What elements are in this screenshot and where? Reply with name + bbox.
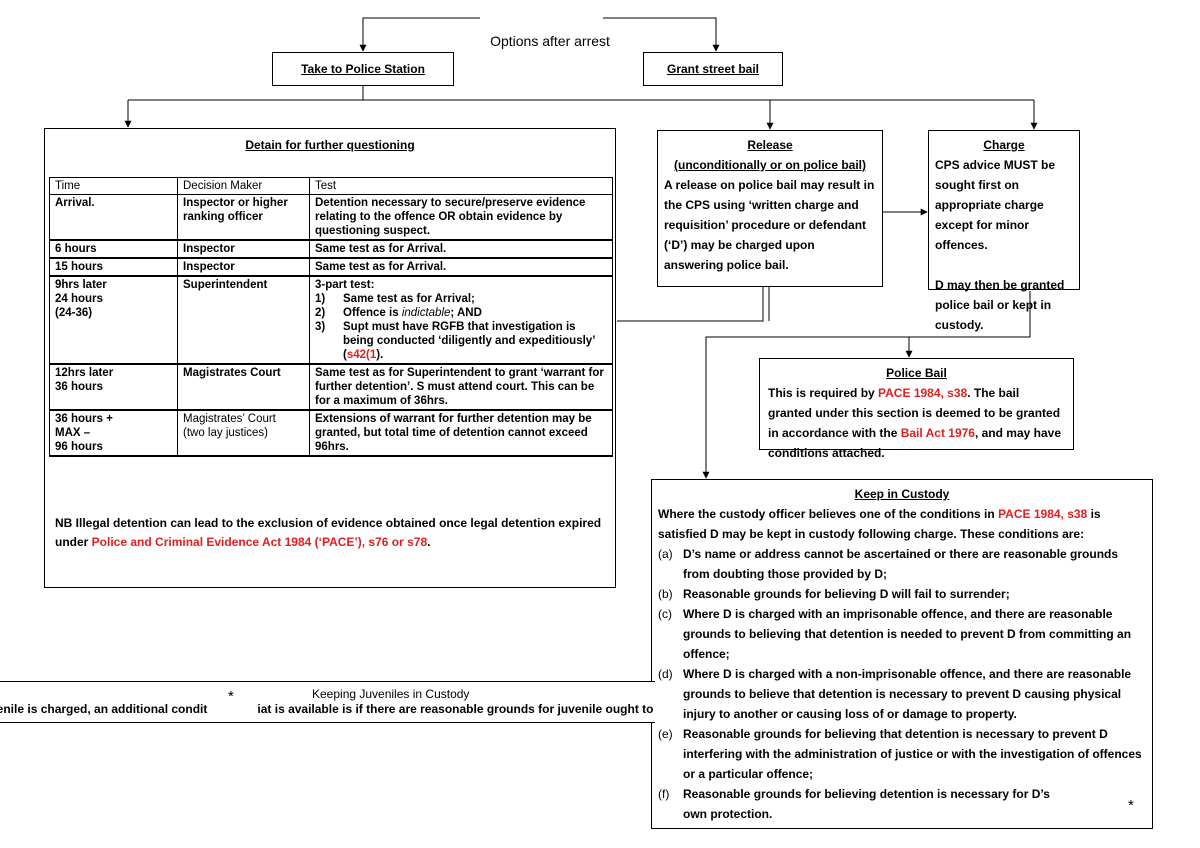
police-bail-body: This is required by PACE 1984, s38. The … (768, 386, 1062, 460)
list-item: (d)Where D is charged with a non-impriso… (658, 667, 1132, 721)
release-subtitle: (unconditionally or on police bail) (674, 158, 866, 172)
arrow-detain-to-release (617, 278, 767, 322)
list-item: 3)Supt must have RGFB that investigation… (315, 321, 595, 361)
list-item: 1)Same test as for Arrival; (315, 293, 475, 305)
table-row: 36 hours + MAX – 96 hours Magistrates’ C… (49, 409, 613, 457)
detain-title: Detain for further questioning (245, 138, 415, 152)
list-item: (b)Reasonable grounds for believing D wi… (658, 587, 1010, 601)
options-title: Options after arrest (490, 33, 610, 49)
charge-body-2: D may then be granted police bail or kep… (935, 278, 1065, 332)
cell-time: 15 hours (49, 257, 178, 277)
table-row: Arrival. Inspector or higher ranking off… (49, 194, 613, 241)
list-item: (a)D’s name or address cannot be ascerta… (658, 547, 1119, 581)
table-row: 9hrs later 24 hours (24-36) Superintende… (49, 275, 613, 365)
street-bail-box: Grant street bail (643, 52, 783, 86)
arrow-to-police-station (359, 17, 480, 52)
charge-down-line (702, 291, 1031, 479)
police-bail-title: Police Bail (886, 366, 947, 380)
cell-test: Same test as for Superintendent to grant… (309, 363, 613, 411)
custody-intro: Where the custody officer believes one o… (658, 507, 1101, 541)
cell-test: Same test as for Arrival. (309, 239, 613, 259)
cell-maker: Superintendent (177, 275, 310, 365)
header-test: Test (309, 177, 613, 195)
detain-box: Detain for further questioning Time Deci… (44, 128, 616, 588)
cell-test: Detention necessary to secure/preserve e… (309, 194, 613, 241)
charge-body-1: CPS advice MUST be sought first on appro… (935, 158, 1056, 252)
arrow-to-street-bail (603, 17, 720, 52)
custody-title: Keep in Custody (854, 487, 950, 501)
statute-reference: s42(1 (346, 349, 377, 361)
police-station-box: Take to Police Station (272, 52, 454, 86)
charge-box: Charge CPS advice MUST be sought first o… (928, 130, 1080, 332)
cell-maker: Magistrates’ Court (two lay justices) (177, 409, 310, 457)
cell-time: 12hrs later 36 hours (49, 363, 178, 411)
keep-in-custody-box: Keep in Custody Where the custody office… (651, 479, 1153, 829)
street-bail-label: Grant street bail (666, 62, 760, 76)
cell-maker: Inspector (177, 239, 310, 259)
release-box: Release (unconditionally or on police ba… (657, 130, 883, 287)
detention-table: Time Decision Maker Test Arrival. Inspec… (49, 177, 613, 457)
cell-maker: Magistrates Court (177, 363, 310, 411)
table-row: 6 hours Inspector Same test as for Arriv… (49, 239, 613, 259)
pace-reference: Police and Criminal Evidence Act 1984 (‘… (91, 535, 428, 549)
header-decision-maker: Decision Maker (177, 177, 310, 195)
list-item: (f)Reasonable grounds for believing dete… (658, 787, 1050, 821)
asterisk-mark: * (228, 688, 234, 705)
header-time: Time (49, 177, 178, 195)
charge-title: Charge (983, 138, 1025, 152)
cell-maker: Inspector or higher ranking officer (177, 194, 310, 241)
release-title: Release (747, 138, 793, 152)
pace-s38-reference: PACE 1984, s38 (998, 507, 1088, 521)
table-row: 12hrs later 36 hours Magistrates Court S… (49, 363, 613, 411)
pace-s38-reference: PACE 1984, s38 (878, 386, 968, 400)
juveniles-title: Keeping Juveniles in Custody (312, 687, 470, 701)
police-bail-box: Police Bail This is required by PACE 198… (759, 358, 1074, 460)
cell-time: 6 hours (49, 239, 178, 259)
list-item: 2)Offence is indictable; AND (315, 307, 482, 319)
cell-time: Arrival. (49, 194, 178, 241)
table-row: 15 hours Inspector Same test as for Arri… (49, 257, 613, 277)
release-body: A release on police bail may result in t… (664, 178, 875, 272)
detention-note: NB Illegal detention can lead to the exc… (55, 516, 602, 549)
cell-time: 36 hours + MAX – 96 hours (49, 409, 178, 457)
cell-maker: Inspector (177, 257, 310, 277)
custody-conditions-list: (a)D’s name or address cannot be ascerta… (658, 544, 1146, 824)
juveniles-box: Keeping Juveniles in Custody venile is c… (0, 681, 655, 723)
cell-test: 3-part test: 1)Same test as for Arrival;… (309, 275, 613, 365)
bail-act-reference: Bail Act 1976 (900, 426, 975, 440)
cell-time: 9hrs later 24 hours (24-36) (49, 275, 178, 365)
list-item: (e)Reasonable grounds for believing that… (658, 727, 1142, 781)
list-item: (c)Where D is charged with an imprisonab… (658, 607, 1132, 661)
three-part-test-list: 1)Same test as for Arrival; 2)Offence is… (315, 292, 607, 362)
cell-test: Same test as for Arrival. (309, 257, 613, 277)
asterisk-mark: * (1128, 797, 1134, 814)
police-station-label: Take to Police Station (301, 62, 425, 76)
cell-test: Extensions of warrant for further detent… (309, 409, 613, 457)
